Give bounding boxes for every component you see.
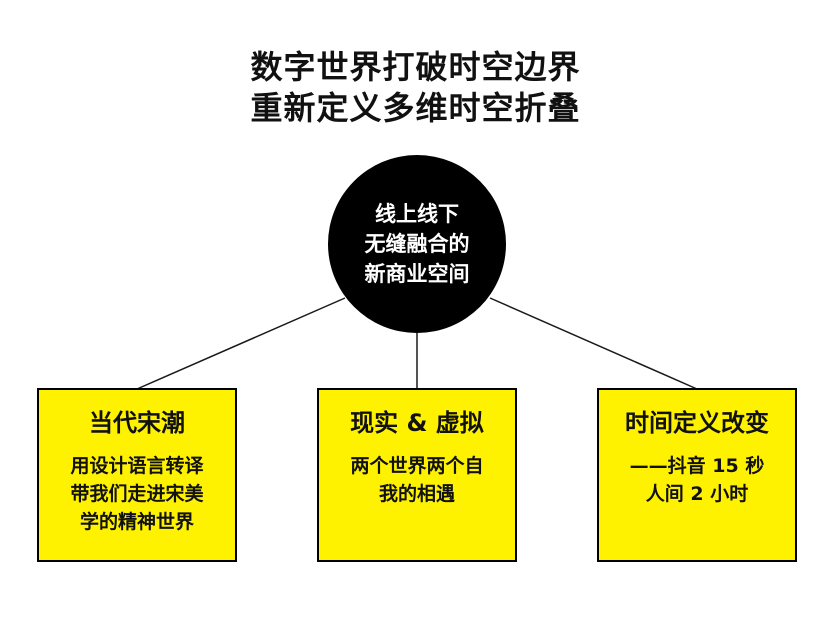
card-title: 当代宋潮 [89,409,185,437]
card-body-line: 用设计语言转译 [70,455,204,477]
connector-left [136,297,346,390]
card-body-line: 带我们走进宋美 [70,483,204,505]
card-body-line: ——抖音 15 秒 [629,455,765,477]
diagram-title-line-1: 数字世界打破时空边界 [250,48,581,86]
diagram-title-line-2: 重新定义多维时空折叠 [250,89,581,127]
hub-text-line: 新商业空间 [364,262,470,286]
card-title: 时间定义改变 [625,409,769,437]
hub-text-line: 线上线下 [375,202,459,226]
card-title: 现实 & 虚拟 [350,409,484,437]
central-hub-circle: 线上线下 无缝融合的 新商业空间 [328,155,506,333]
hub-text-line: 无缝融合的 [364,232,470,256]
card-body-line: 我的相遇 [378,483,455,505]
card-body: ——抖音 15 秒 人间 2 小时 [599,452,795,508]
card-body: 两个世界两个自 我的相遇 [319,452,515,508]
card-body-line: 两个世界两个自 [350,455,484,477]
card-reality-virtual: 现实 & 虚拟 两个世界两个自 我的相遇 [317,388,517,562]
card-song-trend: 当代宋潮 用设计语言转译 带我们走进宋美 学的精神世界 [37,388,237,562]
card-body-line: 学的精神世界 [79,511,194,533]
card-time-redefined: 时间定义改变 ——抖音 15 秒 人间 2 小时 [597,388,797,562]
card-body-line: 人间 2 小时 [645,483,749,505]
card-body: 用设计语言转译 带我们走进宋美 学的精神世界 [39,452,235,536]
connector-right [489,297,698,390]
